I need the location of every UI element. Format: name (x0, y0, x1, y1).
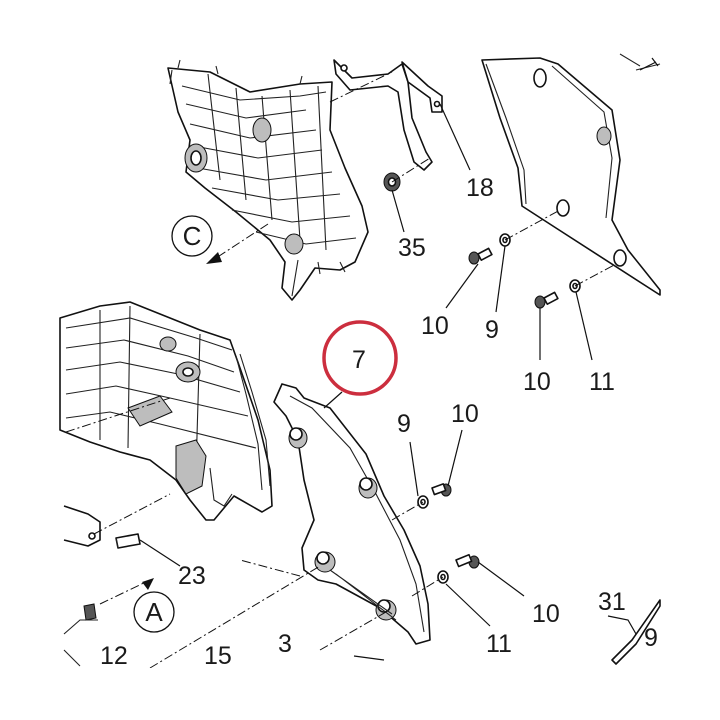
callout-12: 12 (100, 642, 128, 670)
assembly-axes (65, 71, 617, 669)
callout-9-upper: 9 (485, 316, 499, 344)
upper-right-panel (481, 53, 661, 296)
callout-35: 35 (398, 234, 426, 262)
leader-lines (139, 103, 637, 661)
bracket-7 (273, 383, 431, 645)
view-ref-c-label: C (183, 221, 202, 251)
bracket-18 (333, 59, 443, 171)
callout-31: 31 (598, 588, 626, 616)
bottom-margin (0, 668, 720, 720)
lower-right-rail (611, 599, 661, 665)
callout-15: 15 (204, 642, 232, 670)
pin-23 (115, 533, 141, 549)
view-a-arrow (142, 578, 154, 590)
callout-11-lower: 11 (486, 630, 512, 658)
clip-12 (63, 603, 98, 667)
callout-3: 3 (278, 630, 292, 658)
callout-10-middle: 10 (451, 400, 479, 428)
callout-23: 23 (178, 562, 206, 590)
view-ref-c-circle (171, 215, 213, 257)
callout-10-upper: 10 (421, 312, 449, 340)
view-c-arrow (206, 252, 222, 264)
view-ref-a-circle (133, 591, 175, 633)
view-ref-a-label: A (145, 597, 163, 627)
upper-frame-assembly (167, 59, 369, 301)
callout-11-upper: 11 (589, 368, 615, 396)
bracket-7-fasteners (417, 483, 480, 584)
callout-18: 18 (466, 174, 494, 202)
callout-10-right: 10 (523, 368, 551, 396)
upper-right-fasteners (468, 233, 581, 309)
callout-10-lower: 10 (532, 600, 560, 628)
callout-9-edge: 9 (644, 624, 658, 652)
callout-7: 7 (352, 346, 366, 374)
lower-left-mechanism (59, 301, 273, 547)
highlight-ring-7 (322, 320, 398, 396)
callout-9-middle: 9 (397, 410, 411, 438)
